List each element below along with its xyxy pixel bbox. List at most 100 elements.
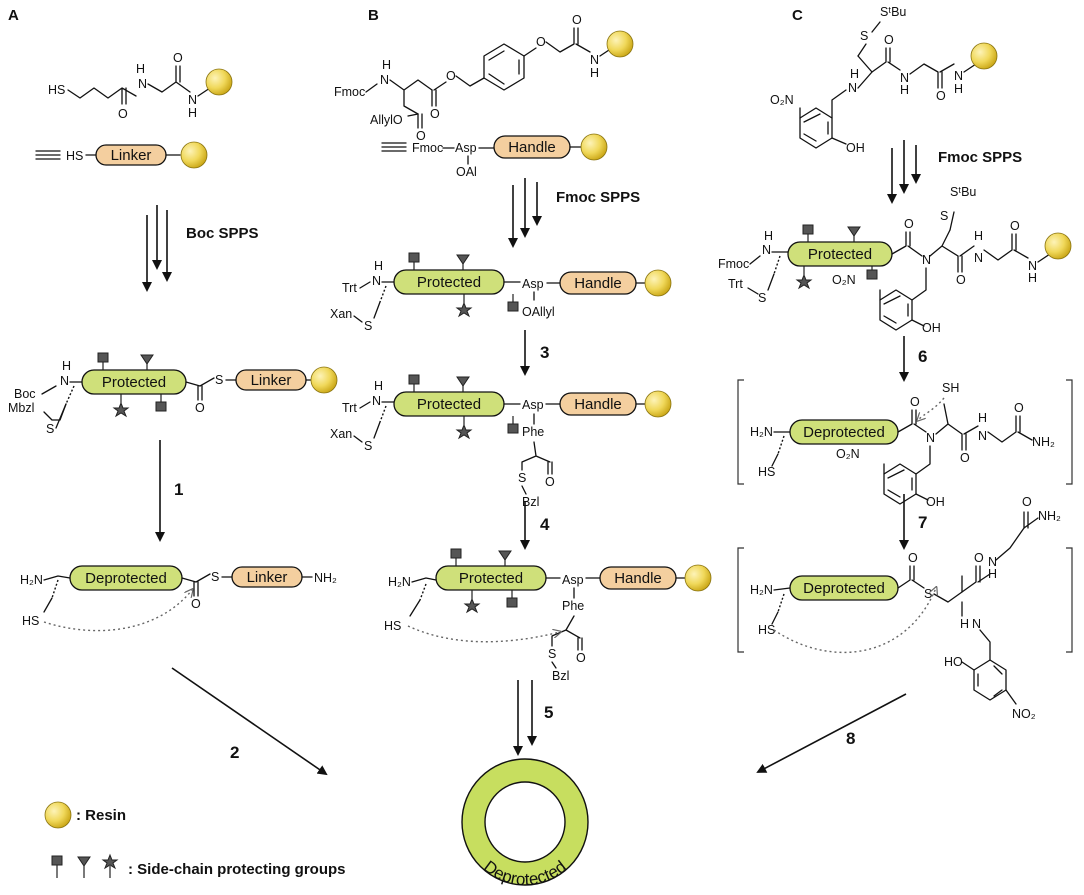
svg-text:8: 8 <box>846 729 855 748</box>
cyclic-peptide-ring: Deprotected <box>461 758 589 889</box>
svg-text:O: O <box>536 35 546 49</box>
svg-text:Handle: Handle <box>574 396 622 413</box>
panel-label-c: C <box>792 7 803 24</box>
svg-text:H: H <box>954 82 963 96</box>
svg-text:Trt: Trt <box>342 401 357 415</box>
svg-text:O₂N: O₂N <box>836 447 860 461</box>
svg-text:HS: HS <box>384 619 401 633</box>
svg-text:H: H <box>978 411 987 425</box>
equivalent-linker-notation: HS Linker <box>35 141 208 169</box>
boc-spps-label: Boc SPPS <box>186 225 259 242</box>
svg-text:Bzl: Bzl <box>522 495 539 509</box>
triangle-protecting-group-icon <box>140 354 154 365</box>
equivalent-handle-notation: Fmoc Asp OAl Handle <box>381 133 608 179</box>
svg-text:H: H <box>382 58 391 72</box>
step-5-arrows <box>513 680 537 756</box>
svg-text:N: N <box>974 251 983 265</box>
svg-text:O: O <box>910 395 920 409</box>
svg-text:HS: HS <box>758 465 775 479</box>
svg-text:H: H <box>374 379 383 393</box>
svg-text:O: O <box>576 651 586 665</box>
svg-text:Phe: Phe <box>562 599 584 613</box>
svg-text:S: S <box>211 570 219 584</box>
svg-text:O: O <box>1014 401 1024 415</box>
thiol-attack-arrow <box>43 590 192 632</box>
svg-text:Handle: Handle <box>574 275 622 292</box>
svg-text:S: S <box>364 319 372 333</box>
deprotected-thioester-a: H₂N HS Deprotected O S Linker NH₂ <box>20 565 337 632</box>
svg-text:Asp: Asp <box>562 573 584 587</box>
thiol-linker-resin-structure: HS O H N O N H <box>48 51 233 121</box>
svg-text:H: H <box>850 67 859 81</box>
svg-text:4: 4 <box>540 515 550 534</box>
svg-text:H: H <box>960 617 969 631</box>
svg-text:Linker: Linker <box>247 569 288 586</box>
svg-text:H: H <box>988 567 997 581</box>
svg-text:O: O <box>118 107 128 121</box>
svg-text:2: 2 <box>230 743 239 762</box>
step-2-arrow <box>171 667 328 776</box>
svg-text:SᵗBu: SᵗBu <box>880 5 906 19</box>
svg-text:NH₂: NH₂ <box>1038 509 1061 523</box>
svg-text:N: N <box>380 73 389 87</box>
svg-text:Phe: Phe <box>522 425 544 439</box>
svg-text:S: S <box>860 29 868 43</box>
fmoc-spps-label-c: Fmoc SPPS <box>938 149 1022 166</box>
svg-text:H: H <box>136 62 145 76</box>
svg-text:N: N <box>900 71 909 85</box>
svg-text:H: H <box>764 229 773 243</box>
svg-text:Handle: Handle <box>614 570 662 587</box>
star-protecting-group-icon <box>112 401 130 418</box>
svg-text:HO: HO <box>944 655 963 669</box>
svg-text:Protected: Protected <box>102 374 166 391</box>
svg-text:N: N <box>922 253 931 267</box>
svg-text:Protected: Protected <box>808 246 872 263</box>
svg-text:Asp: Asp <box>522 398 544 412</box>
svg-text:S: S <box>215 373 223 387</box>
svg-text:O: O <box>960 451 970 465</box>
svg-text:H: H <box>62 359 71 373</box>
svg-text:S: S <box>548 647 556 661</box>
svg-text:S: S <box>364 439 372 453</box>
square-protecting-group-icon <box>97 352 109 363</box>
protected-peptide-linker-a: H N Boc Mbzl S Protected O S Linker <box>8 352 338 436</box>
svg-text:O: O <box>430 107 440 121</box>
svg-text:3: 3 <box>540 343 549 362</box>
svg-text:O: O <box>416 129 426 143</box>
svg-text:Trt: Trt <box>342 281 357 295</box>
svg-text:NH₂: NH₂ <box>314 571 337 585</box>
svg-text:HS: HS <box>22 614 39 628</box>
svg-text:7: 7 <box>918 513 927 532</box>
svg-text:Boc: Boc <box>14 387 36 401</box>
svg-text:H: H <box>374 259 383 273</box>
svg-text:Handle: Handle <box>508 139 556 156</box>
svg-text:S: S <box>940 209 948 223</box>
svg-text:N: N <box>762 243 771 257</box>
svg-text:O: O <box>956 273 966 287</box>
svg-text:H₂N: H₂N <box>20 573 43 587</box>
deprotected-nbz-intermediate: H₂N HS Deprotected O N SH O N H O NH₂ O₂… <box>737 379 1073 509</box>
svg-text:Protected: Protected <box>417 396 481 413</box>
svg-text:Fmoc: Fmoc <box>334 85 365 99</box>
svg-text:S: S <box>758 291 766 305</box>
svg-text:SᵗBu: SᵗBu <box>950 185 976 199</box>
svg-text:NH₂: NH₂ <box>1032 435 1055 449</box>
svg-text:O: O <box>1010 219 1020 233</box>
protected-peptide-nbz-c: H N Fmoc Trt S Protected O N SᵗBu S O N … <box>718 185 1072 335</box>
panel-label-a: A <box>8 7 19 24</box>
svg-text:H₂N: H₂N <box>750 425 773 439</box>
legend: : Resin : Side-chain protecting groups <box>44 801 346 878</box>
svg-text:AllylO: AllylO <box>370 113 403 127</box>
step-8-arrow <box>756 693 907 773</box>
resin-bead <box>205 68 233 96</box>
svg-text:H: H <box>1028 271 1037 285</box>
fmoc-spps-arrows-b <box>508 178 542 248</box>
svg-text:OAllyl: OAllyl <box>522 305 555 319</box>
svg-text:SH: SH <box>942 381 959 395</box>
nbz-precursor-resin-structure: SᵗBu S O N H O N H H N O₂N OH <box>770 5 998 155</box>
svg-text:N: N <box>848 81 857 95</box>
svg-text:O: O <box>884 33 894 47</box>
svg-text:HS: HS <box>758 623 775 637</box>
svg-text:N: N <box>978 429 987 443</box>
svg-text:OH: OH <box>922 321 941 335</box>
